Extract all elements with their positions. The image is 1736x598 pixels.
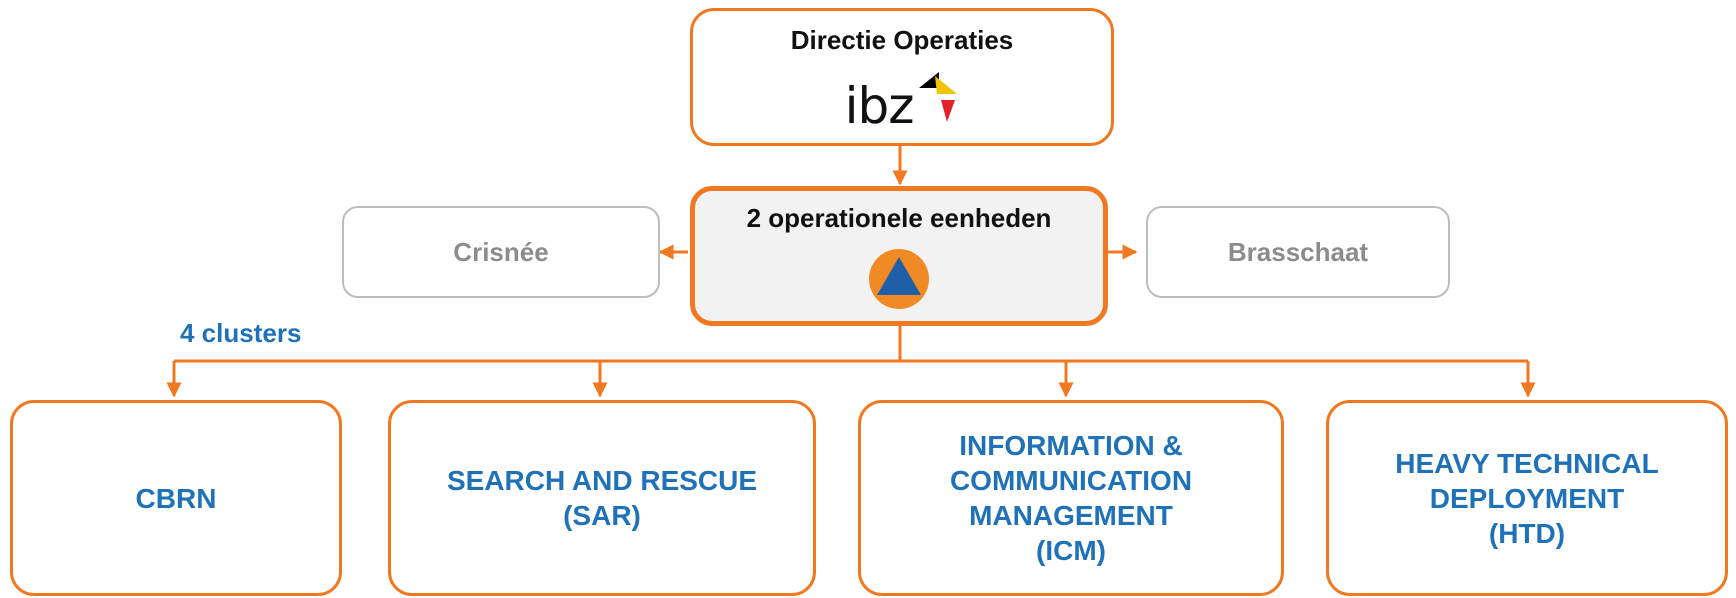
cluster-cbrn: CBRN xyxy=(10,400,342,596)
top-box-directie: Directie Operaties ibz xyxy=(690,8,1114,146)
ibz-logo-text: ibz xyxy=(844,76,915,135)
top-box-title: Directie Operaties xyxy=(790,24,1014,55)
cluster-icm: INFORMATION & COMMUNICATION MANAGEMENT (… xyxy=(858,400,1284,596)
cluster-line: HEAVY TECHNICAL xyxy=(1395,447,1659,479)
unit-crisnee: Crisnée xyxy=(342,206,660,298)
ibz-logo: ibz xyxy=(844,66,960,135)
ibz-flag-icon xyxy=(919,71,958,122)
cluster-line: COMMUNICATION xyxy=(949,465,1193,496)
cluster-line: DEPLOYMENT xyxy=(1429,482,1625,514)
cluster-line: (HTD) xyxy=(1488,517,1566,549)
unit-brasschaat: Brasschaat xyxy=(1146,206,1450,298)
cluster-line: CBRN xyxy=(135,482,217,514)
cluster-line: MANAGEMENT xyxy=(969,500,1173,531)
cluster-line: INFORMATION & xyxy=(959,430,1183,461)
civil-protection-emblem-icon xyxy=(869,248,929,309)
cluster-line: SEARCH AND RESCUE xyxy=(446,465,758,496)
unit-crisnee-label: Crisnée xyxy=(453,236,549,267)
cluster-sar: SEARCH AND RESCUE (SAR) xyxy=(388,400,816,596)
center-box-operationele-eenheden: 2 operationele eenheden xyxy=(690,186,1108,326)
center-box-title: 2 operationele eenheden xyxy=(746,202,1052,233)
cluster-line: (ICM) xyxy=(1036,535,1106,566)
cluster-line: (SAR) xyxy=(563,500,641,531)
clusters-count-label: 4 clusters xyxy=(180,318,302,348)
cluster-htd: HEAVY TECHNICAL DEPLOYMENT (HTD) xyxy=(1326,400,1728,596)
unit-brasschaat-label: Brasschaat xyxy=(1227,236,1369,267)
